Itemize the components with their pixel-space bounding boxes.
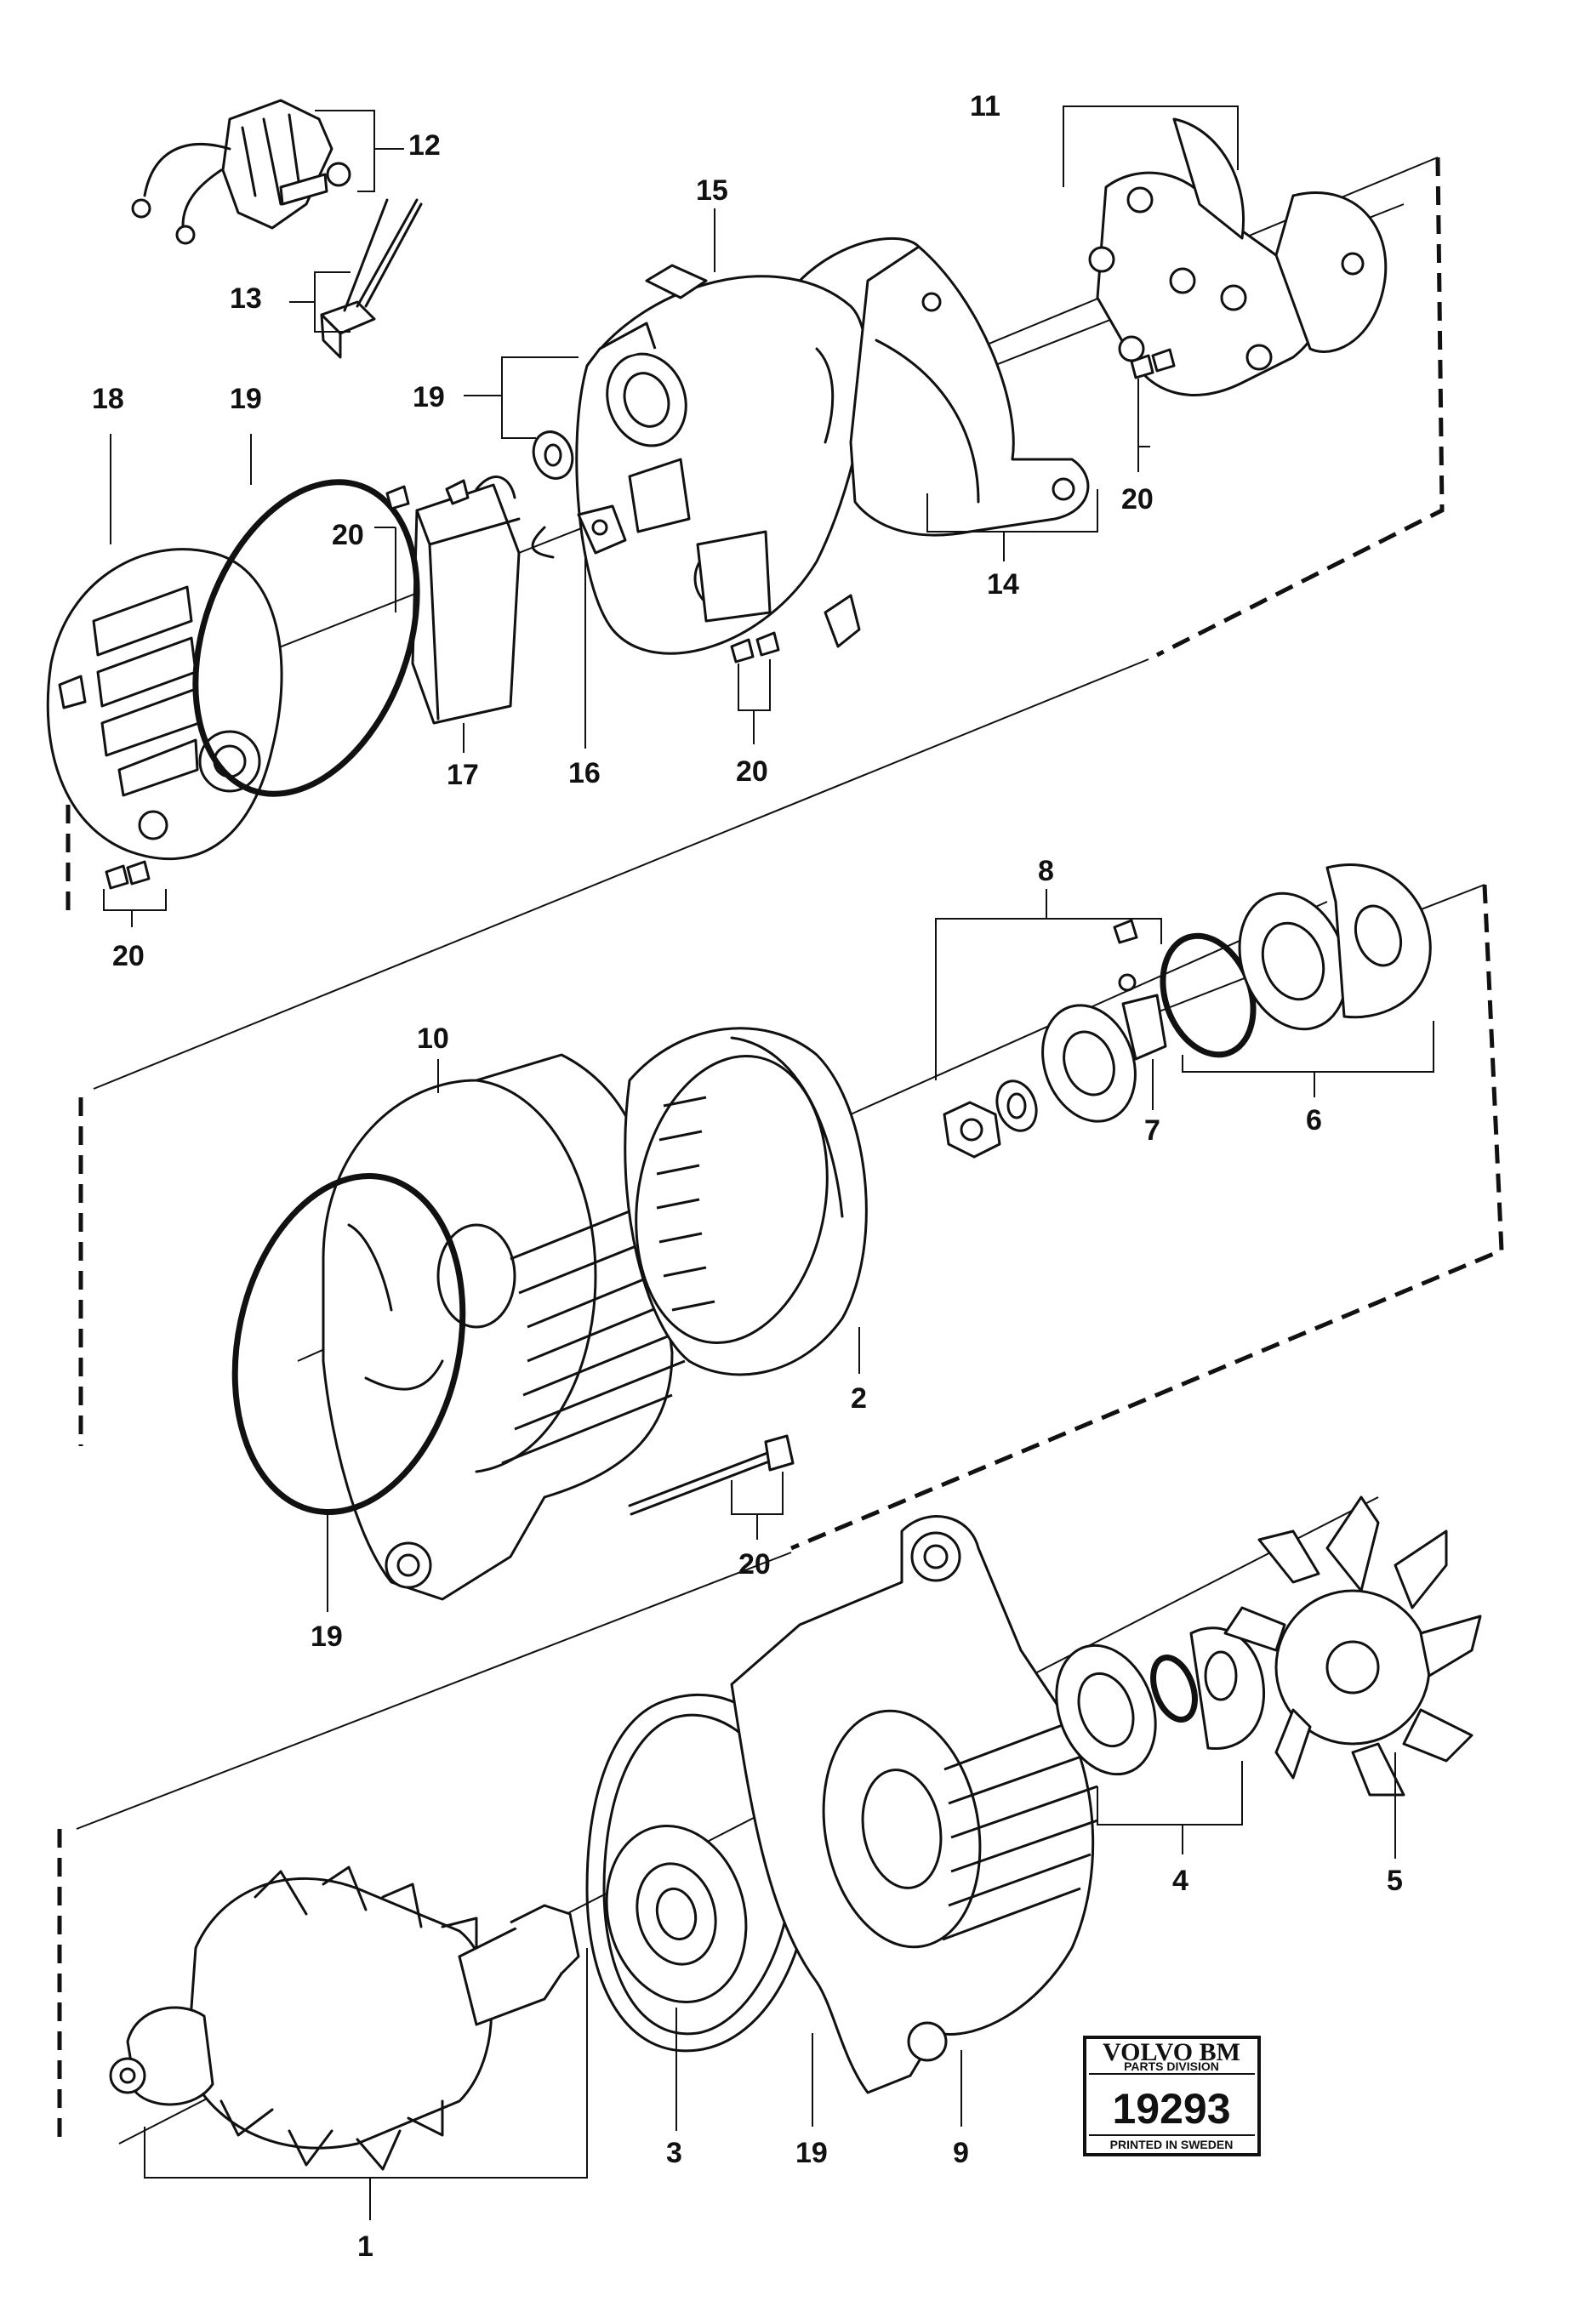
bolt-parts-top: [105, 348, 1176, 890]
callout-20-rectifier: 20: [1121, 483, 1154, 515]
diode-plate-part: [798, 236, 1090, 537]
callout-19-bottom-ring: 19: [795, 2137, 828, 2169]
callout-2: 2: [851, 1382, 867, 1415]
volvo-bm-stamp: VOLVO BM PARTS DIVISION 19293 PRINTED IN…: [1083, 2036, 1261, 2156]
carbon-brushes-part: [320, 198, 423, 359]
callout-20-through-bolt: 20: [738, 1548, 771, 1581]
callout-19-grommet: 19: [413, 381, 445, 413]
callout-20-rear-cover: 20: [112, 940, 145, 972]
callout-8: 8: [1038, 855, 1054, 887]
callout-10: 10: [417, 1022, 449, 1055]
through-bolt-part: [628, 1434, 795, 1516]
fan-part: [1223, 1495, 1482, 1797]
callout-7: 7: [1144, 1114, 1160, 1147]
callout-15: 15: [696, 174, 728, 207]
voltage-regulator-part: [411, 476, 521, 725]
drive-end-shield-part: [730, 1515, 1098, 2094]
callout-6: 6: [1306, 1104, 1322, 1136]
callout-labels: 1 2 3 4 5 6 7 8 9 10 11 12 13 14 15 16 1…: [92, 90, 1403, 2263]
stamp-division: PARTS DIVISION: [1124, 2059, 1219, 2073]
o-ring-part: [231, 1173, 466, 1515]
stamp-number: 19293: [1112, 2085, 1230, 2133]
callout-3: 3: [666, 2137, 682, 2169]
o-ring-part: [192, 479, 420, 797]
callout-13: 13: [230, 282, 262, 315]
bearing-part: [605, 1824, 748, 2004]
callout-18: 18: [92, 383, 124, 415]
front-bearing-set-part: [1055, 1626, 1266, 1776]
rear-cover-part: [46, 548, 283, 861]
callout-20-housing: 20: [736, 755, 768, 788]
stamp-printed: PRINTED IN SWEDEN: [1110, 2138, 1234, 2151]
pulley-hub-part: [1041, 994, 1167, 1123]
rotor-part: [109, 1865, 580, 2171]
callout-9: 9: [953, 2137, 969, 2169]
assembly-boundaries: [57, 157, 1504, 2144]
brush-holder-part: [131, 99, 351, 245]
stamp-brand: VOLVO BM: [1103, 2038, 1240, 2066]
stator-part: [624, 1027, 868, 1376]
nut-washer-part: [943, 919, 1138, 1159]
callout-19-middle-ring: 19: [311, 1621, 343, 1653]
callout-4: 4: [1172, 1865, 1188, 1897]
terminal-plate-part: [531, 504, 627, 559]
callout-17: 17: [447, 759, 479, 791]
rear-housing-part: [575, 264, 869, 655]
leader-lines: [103, 105, 1434, 2220]
rectifier-part: [1088, 117, 1388, 396]
callout-1: 1: [357, 2230, 373, 2263]
callout-14: 14: [987, 568, 1019, 601]
callout-5: 5: [1387, 1865, 1403, 1897]
callout-20-regulator: 20: [332, 519, 364, 551]
callout-16: 16: [568, 757, 601, 789]
callout-11: 11: [970, 90, 1000, 122]
callout-19-regulator-ring: 19: [230, 383, 262, 415]
grommet-part: [532, 430, 574, 480]
bearing-set-part: [1160, 863, 1432, 1058]
callout-12: 12: [408, 129, 441, 162]
